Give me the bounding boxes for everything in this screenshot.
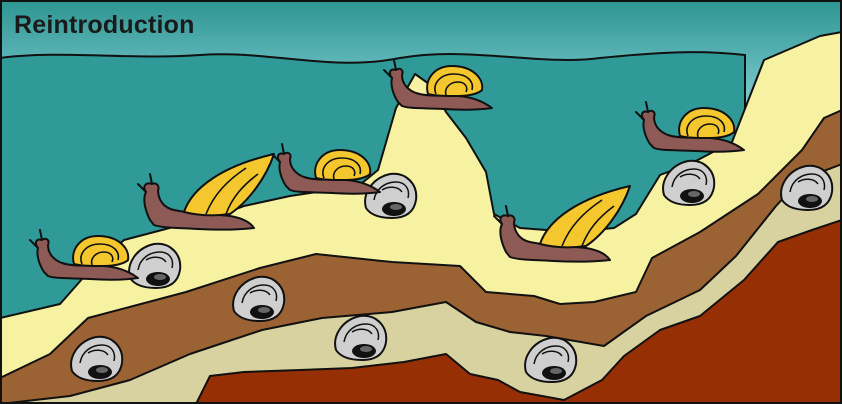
diagram-title: Reintroduction (14, 13, 195, 38)
